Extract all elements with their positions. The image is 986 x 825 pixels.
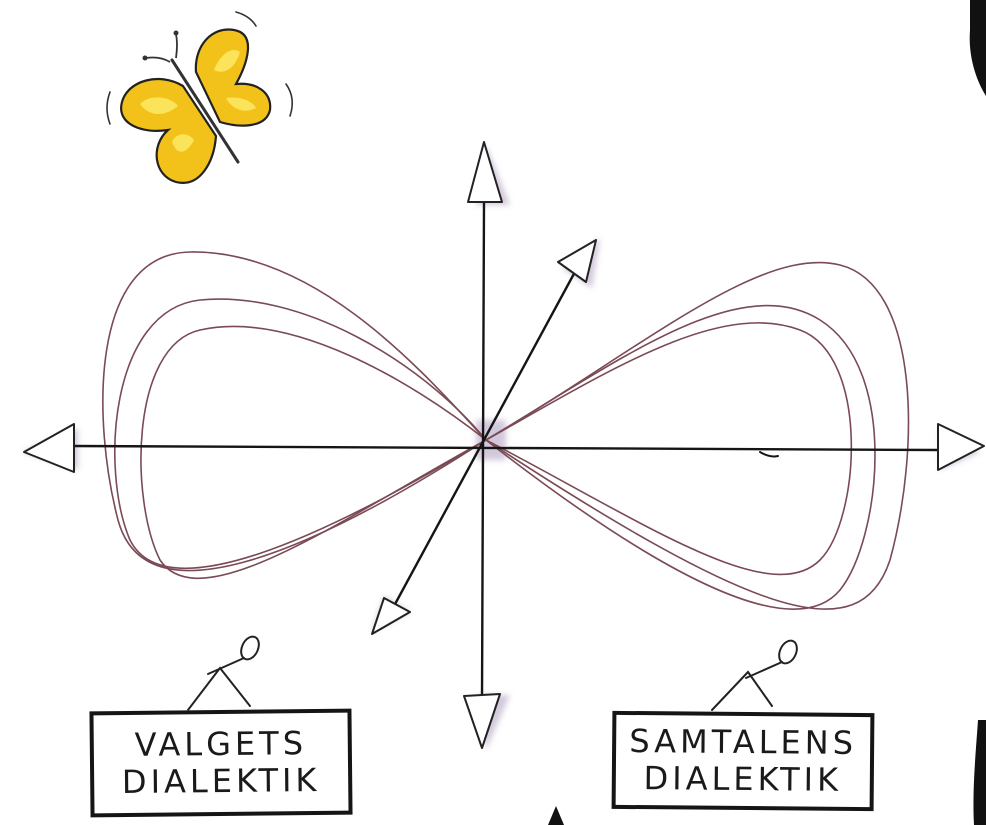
arrow-downleft-icon [371,597,411,635]
label-right-line1: SAMTALENS [629,722,858,763]
edge-ink-marks [548,0,986,825]
label-box-valgets-dialektik: VALGETS DIALEKTIK [89,708,353,818]
horizontal-axis [72,444,940,452]
person-figure-right-icon [711,639,798,711]
label-left-line2: DIALEKTIK [121,760,321,802]
label-box-samtalens-dialektik: SAMTALENS DIALEKTIK [611,710,875,812]
arrow-left-icon [23,423,75,473]
infinity-loop-inner [140,322,853,579]
arrow-up-icon [467,141,503,203]
arrow-down-icon [463,693,501,749]
person-figure-left-icon [187,635,260,711]
arrow-right-icon [937,423,985,471]
arrowheads [23,141,985,749]
butterfly-icon [106,11,294,184]
label-left-line1: VALGETS [134,724,308,765]
arrow-upright-icon [557,239,597,283]
vertical-axis [480,200,486,702]
label-right-line2: DIALEKTIK [643,759,843,799]
diagonal-axis [392,268,578,608]
infinity-curves [102,251,910,610]
axes [72,200,940,702]
